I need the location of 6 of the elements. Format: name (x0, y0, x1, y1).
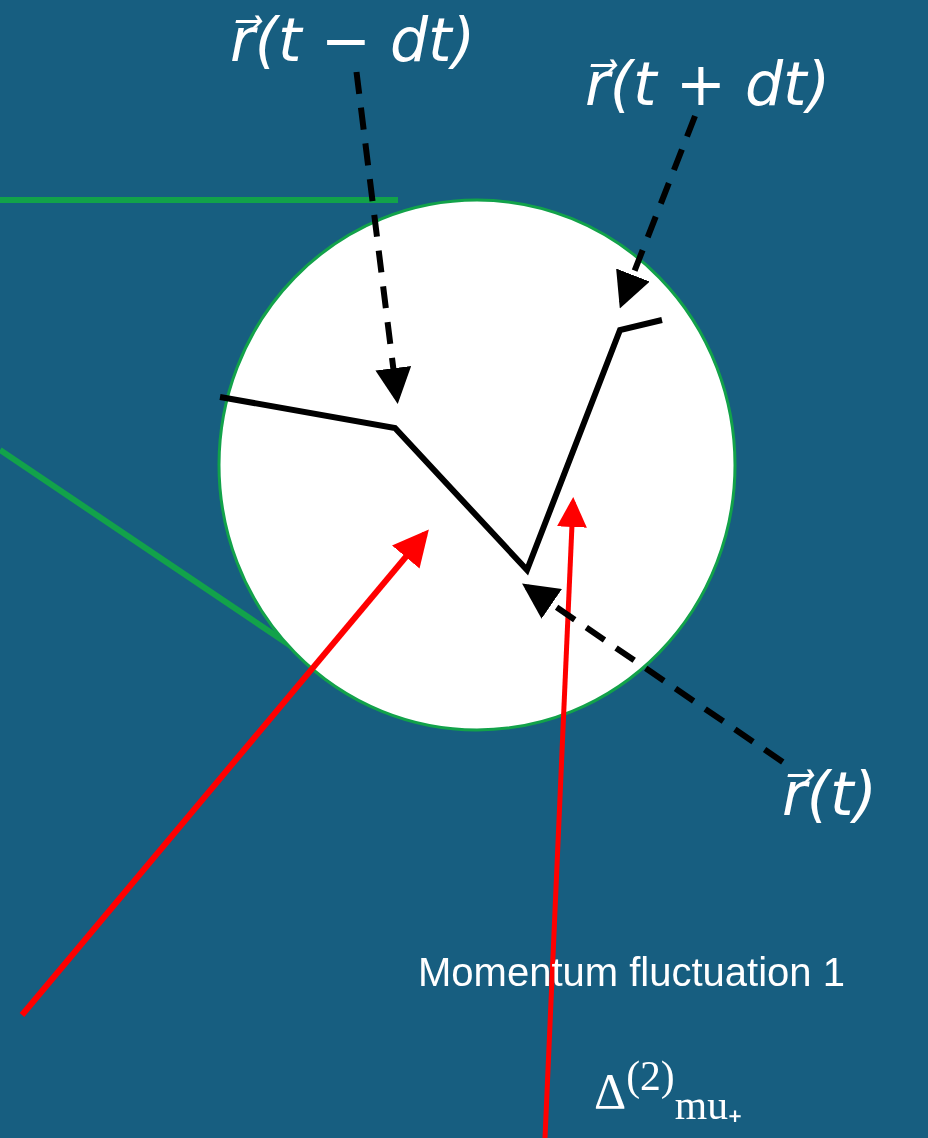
vector-label: r⃗(t + dt) (585, 52, 831, 116)
dashed-arrow (522, 583, 785, 765)
dashed-arrow (353, 71, 412, 404)
dashed-arrow (616, 114, 698, 309)
vector-label: r⃗(t) (782, 762, 877, 826)
vector-label: r⃗(t − dt) (230, 8, 476, 72)
